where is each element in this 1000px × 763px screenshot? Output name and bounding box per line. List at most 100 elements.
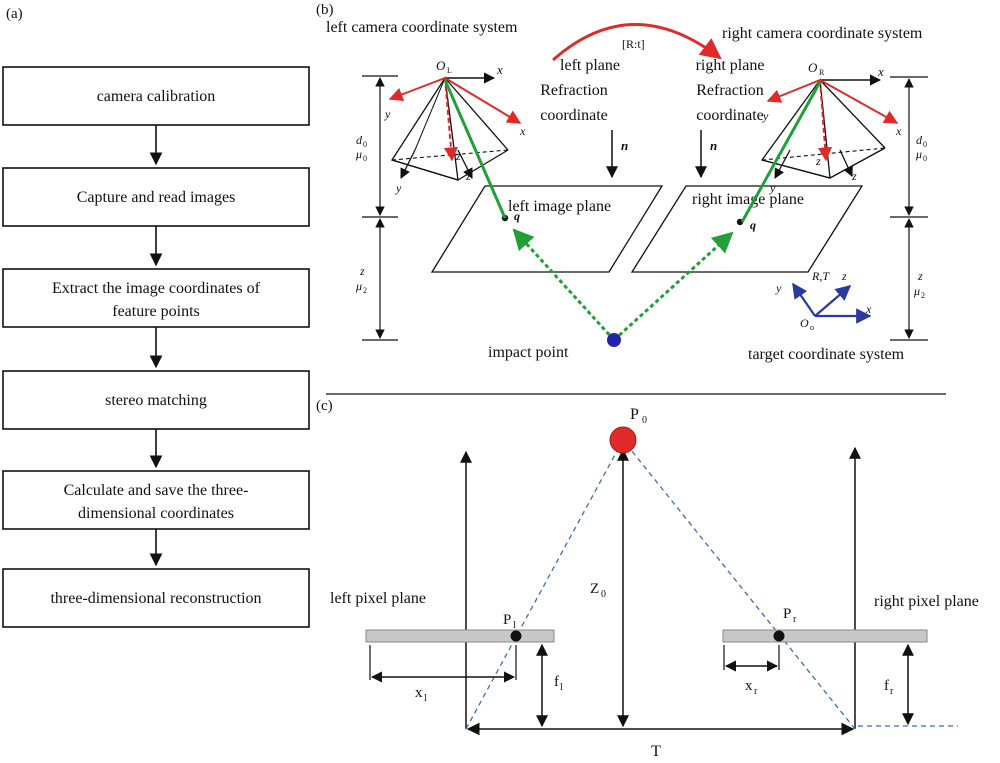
- right-mu2-sub: 2: [921, 291, 925, 300]
- flow-step-2-line-1: Capture and read images: [77, 189, 236, 206]
- flow-step-5-line-1: Calculate and save the three-: [64, 482, 249, 499]
- right-refraction-line-3: coordinate: [696, 107, 764, 124]
- xl-sub-label: l: [424, 693, 427, 704]
- fl-sub-label: l: [560, 682, 563, 693]
- left-d0-sub: 0: [363, 140, 367, 149]
- left-d0: d: [356, 133, 363, 147]
- right-refraction-line-2: Refraction: [696, 82, 764, 99]
- flow-step-3: Extract the image coordinates of feature…: [2, 268, 310, 328]
- fr-sub-label: r: [890, 686, 894, 697]
- left-z2-label: z: [465, 169, 471, 183]
- pr-label: P: [783, 606, 791, 622]
- right-mu0-sub: 0: [923, 154, 927, 163]
- left-mu2-sub: 2: [363, 286, 367, 295]
- right-x2-label: x: [895, 124, 902, 138]
- flow-step-5: Calculate and save the three- dimensiona…: [2, 470, 310, 530]
- panel-b-label: (b): [316, 2, 334, 18]
- xr-sub-label: r: [754, 686, 758, 697]
- right-z2-label: z: [851, 169, 857, 183]
- left-mu0-sub: 0: [363, 154, 367, 163]
- right-camera-title: right camera coordinate system: [722, 25, 923, 42]
- pr-point: [773, 630, 785, 642]
- p0-point: [609, 426, 637, 454]
- left-y-label: y: [384, 107, 391, 121]
- left-camera-pyramid: O L x y x z y z: [384, 58, 526, 195]
- pr-sub-label: r: [793, 614, 797, 625]
- flow-step-2: Capture and read images: [2, 167, 310, 227]
- right-pixel-plane: [722, 629, 928, 643]
- target-rt-label: R,T: [811, 269, 830, 283]
- flow-step-3-line-2: feature points: [112, 303, 200, 320]
- left-dashed-ray: [465, 439, 624, 730]
- panel-c: (c) Z 0 P 0 left pixel plane right pixel…: [316, 398, 979, 760]
- left-y2-label: y: [395, 181, 402, 195]
- right-ray-lower: [612, 231, 734, 342]
- right-d0: d: [916, 133, 923, 147]
- target-cs-label: target coordinate system: [748, 346, 905, 363]
- ol-sub-label: L: [447, 66, 452, 75]
- p0-sub-label: 0: [642, 415, 647, 426]
- rt-label: [R:t]: [622, 37, 645, 51]
- right-image-plane: [630, 185, 864, 273]
- right-refraction-line-1: right plane: [696, 57, 765, 74]
- pl-sub-label: l: [513, 620, 516, 631]
- right-ray-upper: [740, 81, 822, 223]
- panel-a: (a) camera calibration Capture and read …: [2, 6, 310, 628]
- flow-step-6: three-dimensional reconstruction: [2, 568, 310, 628]
- panel-b: (b) left camera coordinate system right …: [316, 2, 928, 363]
- left-ray-upper: [443, 79, 507, 219]
- target-x-label: x: [865, 302, 872, 316]
- flow-step-3-line-1: Extract the image coordinates of: [52, 280, 261, 297]
- left-mu0: μ: [355, 147, 362, 161]
- flow-step-6-line-1: three-dimensional reconstruction: [50, 590, 261, 607]
- right-x-label: x: [877, 64, 884, 79]
- right-normal-label: n: [710, 138, 717, 153]
- right-camera-pyramid: O R x y x z y z: [760, 60, 902, 195]
- right-mu2: μ: [913, 284, 920, 298]
- p0-label: P: [630, 406, 639, 423]
- right-pixel-plane-label: right pixel plane: [874, 593, 979, 610]
- xr-label: x: [745, 678, 753, 694]
- right-dashed-ray: [622, 439, 856, 730]
- left-refraction-line-3: coordinate: [540, 107, 608, 124]
- left-camera-title: left camera coordinate system: [326, 19, 518, 36]
- left-normal-label: n: [621, 138, 628, 153]
- right-d0-sub: 0: [923, 140, 927, 149]
- left-mu2: μ: [355, 279, 362, 293]
- left-x2-label: x: [519, 124, 526, 138]
- impact-point-label: impact point: [488, 344, 569, 361]
- target-origin-sub: o: [810, 323, 814, 332]
- or-label: O: [808, 60, 818, 75]
- left-pixel-plane: [365, 629, 555, 643]
- panel-c-label: (c): [316, 398, 333, 414]
- or-sub-label: R: [819, 68, 825, 77]
- right-z-dim: z: [917, 269, 923, 283]
- right-mu0: μ: [915, 147, 922, 161]
- target-origin-label: O: [800, 316, 809, 330]
- left-ray-lower: [512, 228, 616, 342]
- xl-label: x: [415, 685, 423, 701]
- left-q-label: q: [514, 209, 520, 223]
- right-y2-label: y: [769, 181, 776, 195]
- impact-point-dot: [607, 333, 621, 347]
- left-refraction-line-2: Refraction: [540, 82, 608, 99]
- left-refraction-line-1: left plane: [560, 57, 620, 74]
- left-dimension-bars: d 0 μ 0 z μ 2: [355, 75, 398, 341]
- left-image-plane-label: left image plane: [508, 198, 611, 215]
- right-z-label: z: [815, 154, 821, 168]
- z0-sub-label: 0: [601, 589, 606, 600]
- left-pixel-plane-label: left pixel plane: [330, 590, 426, 607]
- z0-label: Z: [590, 581, 599, 597]
- left-x-label: x: [496, 62, 503, 77]
- right-dimension-bars: d 0 μ 0 z μ 2: [890, 76, 928, 341]
- right-y-label: y: [762, 109, 769, 123]
- target-axes: x y z R,T O o: [775, 269, 872, 332]
- pl-label: P: [503, 612, 511, 628]
- baseline-t-label: T: [651, 743, 661, 760]
- fl-label: f: [554, 674, 559, 690]
- target-y-label: y: [775, 281, 782, 295]
- fr-label: f: [884, 678, 889, 694]
- flow-step-1-line-1: camera calibration: [97, 88, 216, 105]
- target-z-label: z: [841, 269, 847, 283]
